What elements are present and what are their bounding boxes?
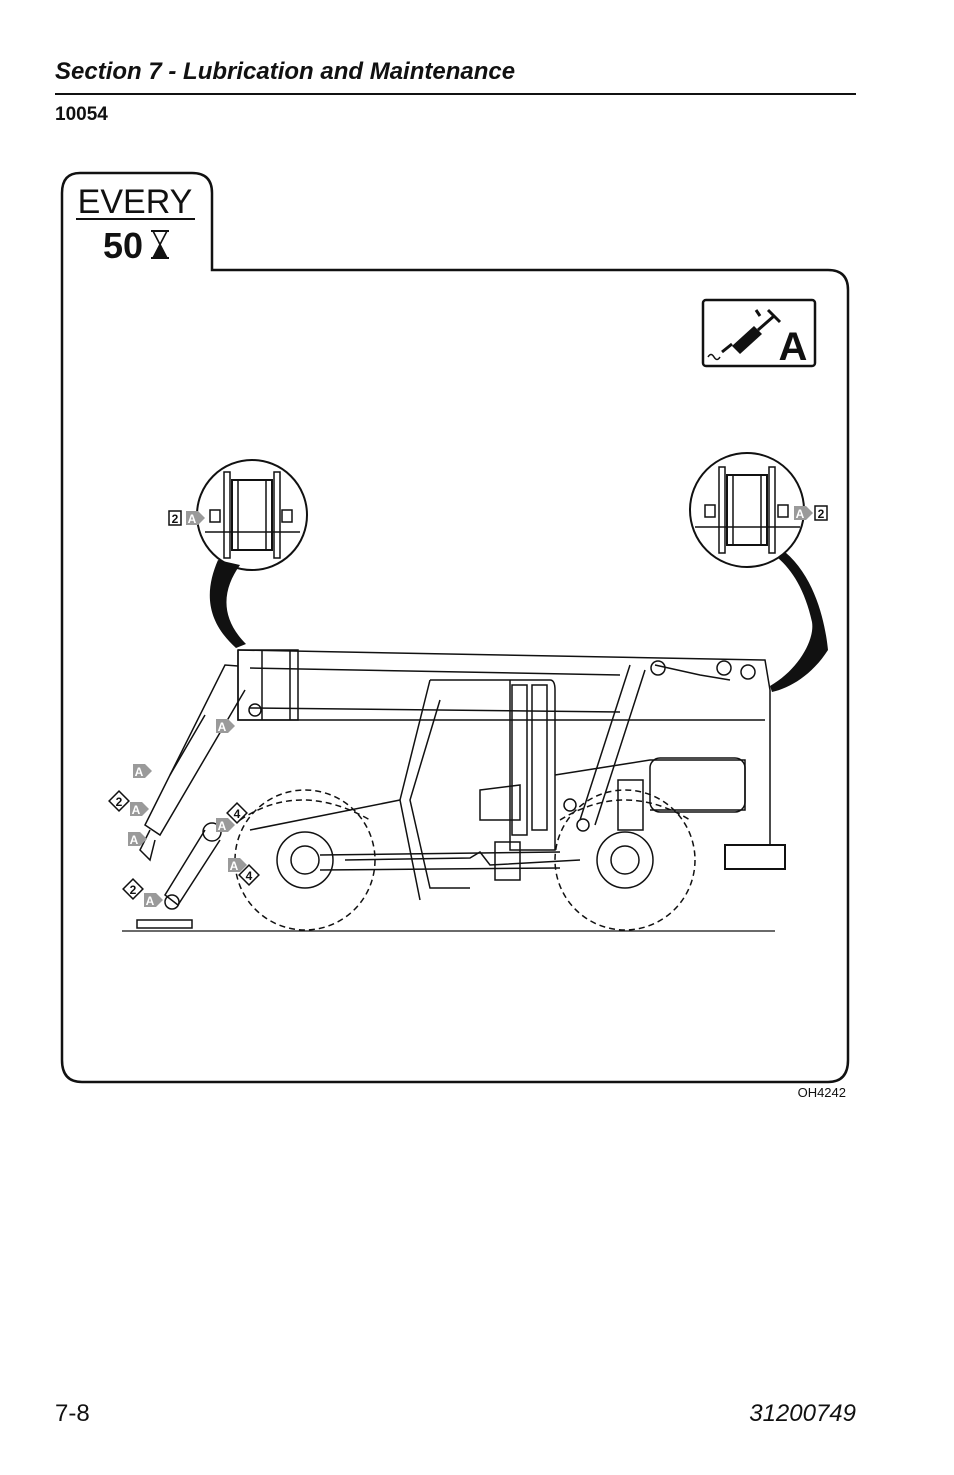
- lube-point-tag: [144, 893, 163, 908]
- left-sheave-detail: [196, 459, 308, 571]
- document-number: 31200749: [749, 1400, 856, 1427]
- grease-gun-icon: [701, 298, 817, 368]
- interval-word: EVERY: [78, 183, 193, 221]
- lube-point-tag: [130, 802, 149, 817]
- page-number: 7-8: [55, 1400, 90, 1427]
- model-code: 10054: [55, 104, 108, 125]
- pivot-qty-2: 2: [116, 795, 123, 809]
- pivot-qty-4: 4: [246, 869, 253, 883]
- hourglass-icon: [151, 230, 169, 259]
- header-rule: [55, 93, 856, 95]
- qty-callout-2: 2: [108, 790, 130, 812]
- lube-point-tag: [794, 506, 813, 521]
- figure-id: OH4242: [798, 1085, 846, 1100]
- lube-point-tag: [216, 818, 235, 833]
- telehandler-drawing: [122, 649, 786, 932]
- section-title: Section 7 - Lubrication and Maintenance: [55, 58, 516, 85]
- pivot-qty-2: 2: [130, 883, 137, 897]
- detail-leader: [209, 560, 246, 648]
- interval-value: 50: [103, 225, 143, 266]
- qty-callout-2: 2: [122, 878, 144, 900]
- lube-point-tag: [128, 832, 147, 847]
- right-detail-qty: 2: [818, 507, 825, 521]
- lube-code: A: [779, 325, 808, 369]
- qty-callout-4: 4: [238, 864, 260, 886]
- lubrication-figure: A EVERY 50 A: [0, 160, 954, 1100]
- pivot-qty-4: 4: [234, 807, 241, 821]
- detail-leader: [770, 552, 828, 692]
- lube-point-tag: [133, 764, 152, 779]
- left-detail-qty: 2: [172, 512, 179, 526]
- qty-callout-4: 4: [226, 802, 248, 824]
- lube-point-tag: [216, 719, 235, 734]
- right-sheave-detail: [689, 452, 805, 568]
- interval-frame: [60, 171, 850, 1084]
